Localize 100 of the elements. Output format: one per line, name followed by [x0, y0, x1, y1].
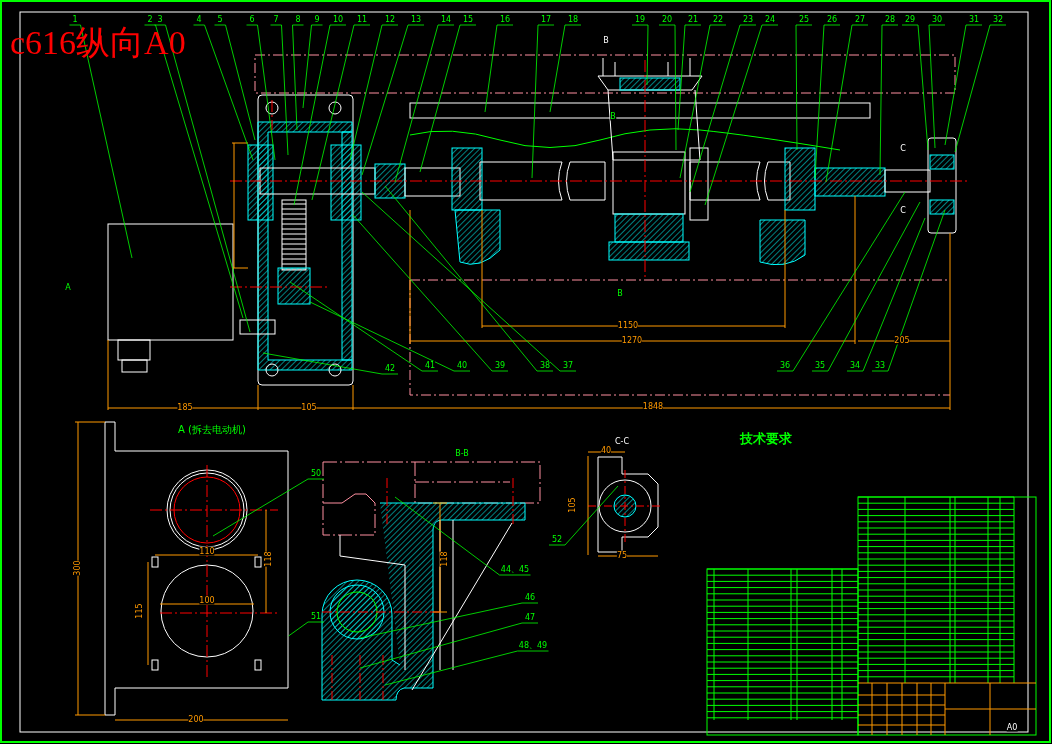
leader-line	[795, 24, 813, 151]
callout-number: 26	[826, 15, 838, 24]
leader-line	[928, 24, 946, 149]
mounting-plate-drawing	[104, 421, 289, 716]
leader-line	[814, 24, 841, 179]
leader-line	[871, 209, 946, 372]
callout-number: 22	[712, 15, 724, 24]
callout-number: 33	[874, 361, 886, 370]
callout-number: 40	[456, 361, 468, 370]
callout-number: 13	[410, 15, 422, 24]
callout-number: 21	[687, 15, 699, 24]
callout-number: 41	[424, 361, 436, 370]
callout-number: 44、45	[500, 565, 530, 574]
callout-number: 34	[849, 361, 861, 370]
leader-line	[704, 24, 779, 206]
leader-line	[144, 24, 244, 319]
leader-line	[288, 621, 325, 637]
callout-number: 28	[884, 15, 896, 24]
leader-line	[825, 24, 869, 183]
leader-line	[292, 24, 304, 131]
leader-line	[289, 281, 439, 372]
leader-line	[484, 24, 514, 113]
view-label: C-C	[614, 436, 630, 446]
leader-line	[846, 217, 926, 372]
view-label: C	[900, 143, 906, 153]
leader-line	[944, 24, 983, 146]
leader-line	[394, 496, 531, 576]
callout-number: 36	[779, 361, 791, 370]
leader-line	[384, 650, 549, 686]
callout-number: 50	[310, 469, 322, 478]
callout-number: 9	[314, 15, 320, 24]
leader-line	[262, 352, 399, 375]
leader-line	[246, 24, 276, 161]
leader-line	[776, 191, 906, 372]
leader-line	[419, 24, 477, 173]
leader-line	[309, 301, 471, 372]
dimension-text: 100	[199, 595, 215, 605]
leader-line	[394, 24, 455, 183]
view-label: B	[610, 111, 616, 121]
callout-number: 5	[217, 15, 223, 24]
leader-line	[154, 24, 251, 333]
callout-number: 46	[524, 593, 536, 602]
dimension-text: 75	[616, 550, 628, 560]
callout-number: 35	[814, 361, 826, 370]
view-label: A0	[1006, 722, 1018, 732]
leader-line	[302, 24, 323, 109]
callout-number: 3	[157, 15, 163, 24]
callout-number: 30	[931, 15, 943, 24]
callout-number: 29	[904, 15, 916, 24]
dimension-text: 110	[199, 546, 215, 556]
callout-number: 15	[462, 15, 474, 24]
dimension-text: 1150	[617, 320, 639, 330]
callout-number: 6	[249, 15, 255, 24]
callout-number: 16	[499, 15, 511, 24]
leader-line	[352, 214, 509, 372]
view-label: B-B	[455, 448, 469, 458]
notes-heading: 技术要求	[740, 430, 792, 446]
dimension-text: 1270	[621, 335, 643, 345]
callout-number: 12	[384, 15, 396, 24]
leader-line	[293, 24, 347, 206]
leader-line	[954, 24, 1007, 153]
dimension-text: 1848	[642, 401, 664, 411]
view-label: C	[900, 205, 906, 215]
leader-line	[548, 485, 619, 546]
leader-line	[359, 622, 539, 669]
callout-number: 32	[992, 15, 1004, 24]
view-label: B	[617, 288, 623, 298]
leader-line	[811, 201, 921, 372]
leader-line	[349, 24, 399, 161]
leader-line	[193, 24, 254, 161]
callout-number: 51	[310, 612, 322, 621]
leader-line	[679, 24, 727, 179]
leader-line	[212, 478, 325, 537]
leader-line	[677, 24, 702, 131]
callout-number: 17	[540, 15, 552, 24]
dimension-text: 205	[894, 335, 910, 345]
callout-number: 11	[356, 15, 368, 24]
view-label: A	[65, 282, 71, 292]
leader-line	[549, 24, 582, 113]
leader-line	[361, 191, 577, 372]
callout-number: 2	[147, 15, 153, 24]
callout-number: 20	[661, 15, 673, 24]
leader-line	[359, 602, 539, 639]
callout-number: 48、49	[518, 641, 548, 650]
leader-line	[270, 24, 289, 156]
callout-number: 7	[273, 15, 279, 24]
leader-line	[311, 24, 371, 201]
callout-number: 27	[854, 15, 866, 24]
leader-line	[658, 24, 677, 151]
callout-number: 25	[798, 15, 810, 24]
callout-number: 47	[524, 613, 536, 622]
callout-number: 1	[72, 15, 78, 24]
callout-number: 4	[196, 15, 202, 24]
leader-line	[361, 24, 425, 176]
callout-number: 18	[567, 15, 579, 24]
dimension-text: 115	[134, 603, 144, 619]
callout-number: 52	[551, 535, 563, 544]
leader-line	[531, 24, 555, 179]
callout-number: 10	[332, 15, 344, 24]
dimension-text: 105	[567, 497, 577, 513]
